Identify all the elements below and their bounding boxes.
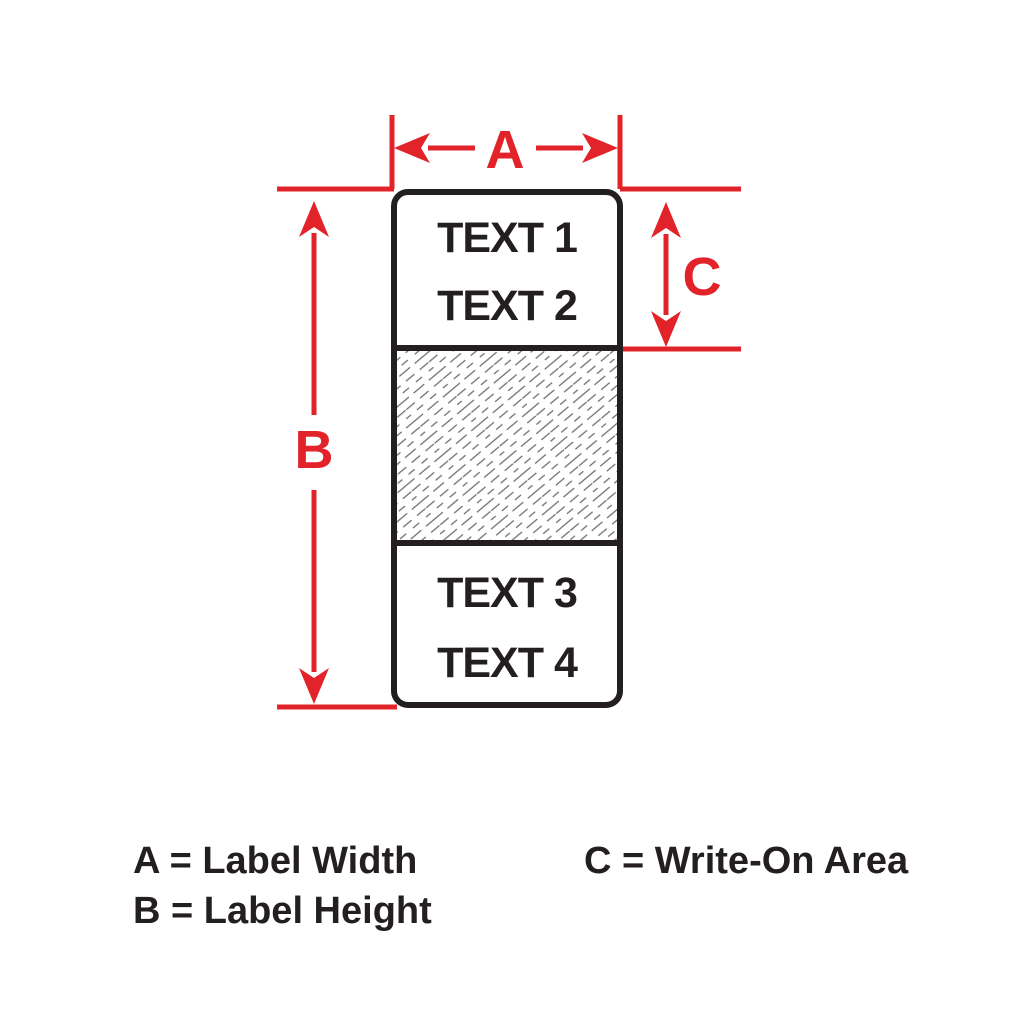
dimension-b: B — [295, 201, 334, 704]
dimension-c-letter: C — [683, 247, 722, 307]
dimension-c-arrowhead-down-icon — [651, 311, 681, 347]
dimension-a: A — [394, 120, 618, 180]
write-on-hatch-area — [397, 351, 617, 540]
dimension-a-arrowhead-right-icon — [582, 133, 618, 163]
dimension-a-arrowhead-left-icon — [394, 133, 430, 163]
dimension-b-letter: B — [295, 420, 334, 480]
legend-b: B = Label Height — [133, 890, 432, 932]
dimension-b-arrowhead-down-icon — [299, 668, 329, 704]
dimension-c: C — [651, 202, 722, 347]
dimension-c-arrowhead-up-icon — [651, 202, 681, 238]
label-text-2: TEXT 2 — [437, 282, 577, 330]
dimension-a-letter: A — [486, 120, 525, 180]
dimension-b-arrowhead-up-icon — [299, 201, 329, 237]
label-text-3: TEXT 3 — [437, 569, 577, 617]
legend-a: A = Label Width — [133, 840, 417, 882]
label-graphic: TEXT 1 TEXT 2 TEXT 3 TEXT 4 — [391, 189, 623, 708]
legend-c: C = Write-On Area — [584, 840, 909, 882]
label-text-1: TEXT 1 — [437, 214, 577, 262]
label-text-4: TEXT 4 — [437, 639, 578, 687]
extension-lines — [277, 115, 741, 710]
legend: A = Label Width B = Label Height C = Wri… — [133, 840, 909, 932]
